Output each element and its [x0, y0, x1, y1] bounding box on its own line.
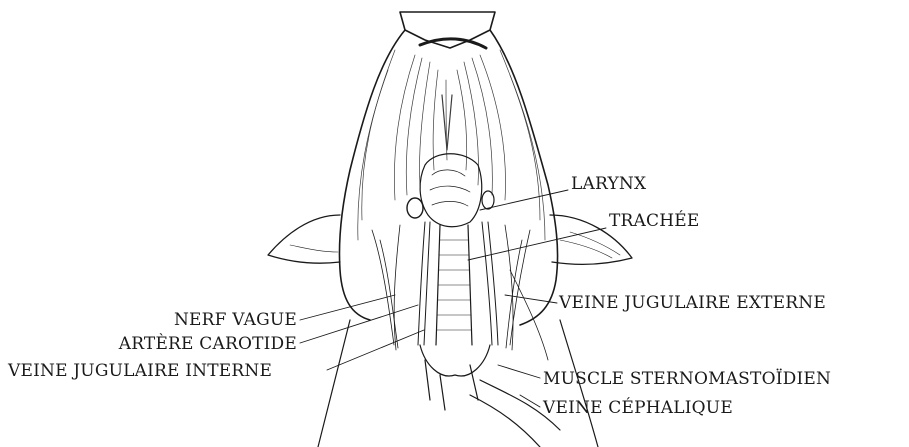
- trachea-structure: [436, 225, 472, 345]
- label-artere-carotide: ARTÈRE CAROTIDE: [50, 336, 297, 353]
- neck-vessels: [394, 222, 513, 350]
- label-veine-jugulaire-externe: VEINE JUGULAIRE EXTERNE: [559, 295, 826, 312]
- label-trachee: TRACHÉE: [609, 213, 699, 230]
- label-larynx: LARYNX: [571, 176, 646, 193]
- label-nerf-vague: NERF VAGUE: [105, 312, 297, 329]
- left-ear-flap: [268, 215, 340, 263]
- label-veine-jugulaire-interne: VEINE JUGULAIRE INTERNE: [8, 363, 272, 380]
- larynx-structure: [407, 154, 494, 227]
- label-veine-cephalique: VEINE CÉPHALIQUE: [543, 400, 733, 417]
- jaw-outline: [339, 12, 557, 325]
- label-muscle-sternomastoidien: MUSCLE STERNOMASTOÏDIEN: [543, 371, 831, 388]
- jaw-muscle-lines: [358, 50, 545, 240]
